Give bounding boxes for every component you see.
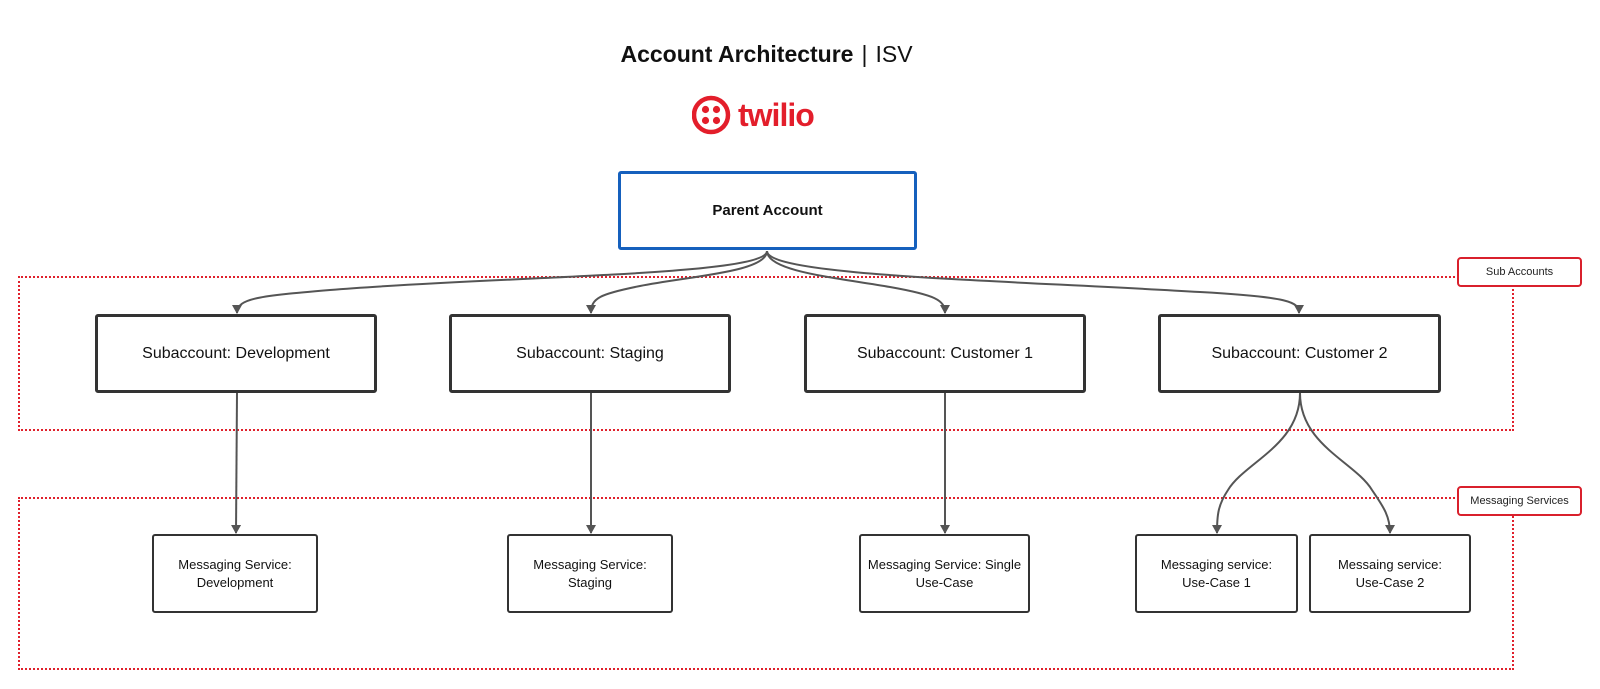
messaging-service-staging-label: Messaging Service: Staging [533, 556, 647, 590]
parent-account-label: Parent Account [712, 202, 823, 219]
edge-parent-to-staging [586, 250, 768, 314]
subaccount-staging-label: Subaccount: Staging [516, 344, 664, 362]
logo-wordmark: twilio [738, 97, 815, 133]
messaging-service-staging-node[interactable]: Messaging Service: Staging [507, 534, 673, 613]
diagram-title: Account Architecture | ISV [0, 36, 1533, 72]
messaging-services-group-frame [18, 497, 1514, 670]
messaging-service-single-use-case-node[interactable]: Messaging Service: Single Use-Case [859, 534, 1030, 613]
messaging-service-use-case-2-node[interactable]: Messaing service: Use-Case 2 [1309, 534, 1471, 613]
messaging-services-label: Messaging Services [1457, 486, 1582, 516]
messaging-service-use-case-1-node[interactable]: Messaging service: Use-Case 1 [1135, 534, 1298, 613]
subaccount-customer1-node[interactable]: Subaccount: Customer 1 [804, 314, 1086, 393]
edge-parent-to-dev [232, 250, 768, 314]
edge-parent-to-customer1 [766, 250, 950, 314]
title-main: Account Architecture [620, 41, 854, 67]
twilio-dots-icon [692, 95, 731, 135]
title-suffix: ISV [875, 41, 913, 67]
messaging-service-single-use-case-label: Messaging Service: Single Use-Case [867, 556, 1022, 590]
edge-customer2-to-uc1 [1212, 392, 1301, 534]
sub-accounts-label: Sub Accounts [1457, 257, 1582, 287]
messaging-service-development-label: Messaging Service: Development [178, 556, 292, 590]
messaging-service-use-case-2-label: Messaing service: Use-Case 2 [1337, 556, 1443, 590]
sub-accounts-group-frame [18, 276, 1514, 431]
edge-parent-to-customer2 [766, 250, 1304, 314]
messaging-service-development-node[interactable]: Messaging Service: Development [152, 534, 318, 613]
subaccount-development-label: Subaccount: Development [142, 344, 330, 362]
title-separator: | [861, 41, 868, 67]
subaccount-customer1-label: Subaccount: Customer 1 [856, 344, 1034, 362]
subaccount-customer2-label: Subaccount: Customer 2 [1211, 344, 1388, 362]
subaccount-staging-node[interactable]: Subaccount: Staging [449, 314, 731, 393]
messaging-service-use-case-1-label: Messaging service: Use-Case 1 [1160, 556, 1273, 590]
parent-account-node[interactable]: Parent Account [618, 171, 917, 250]
subaccount-development-node[interactable]: Subaccount: Development [95, 314, 377, 393]
twilio-logo: twilio [692, 94, 822, 136]
subaccount-customer2-node[interactable]: Subaccount: Customer 2 [1158, 314, 1441, 393]
edge-dev-to-service [231, 392, 242, 534]
edge-customer2-to-uc2 [1299, 392, 1395, 534]
